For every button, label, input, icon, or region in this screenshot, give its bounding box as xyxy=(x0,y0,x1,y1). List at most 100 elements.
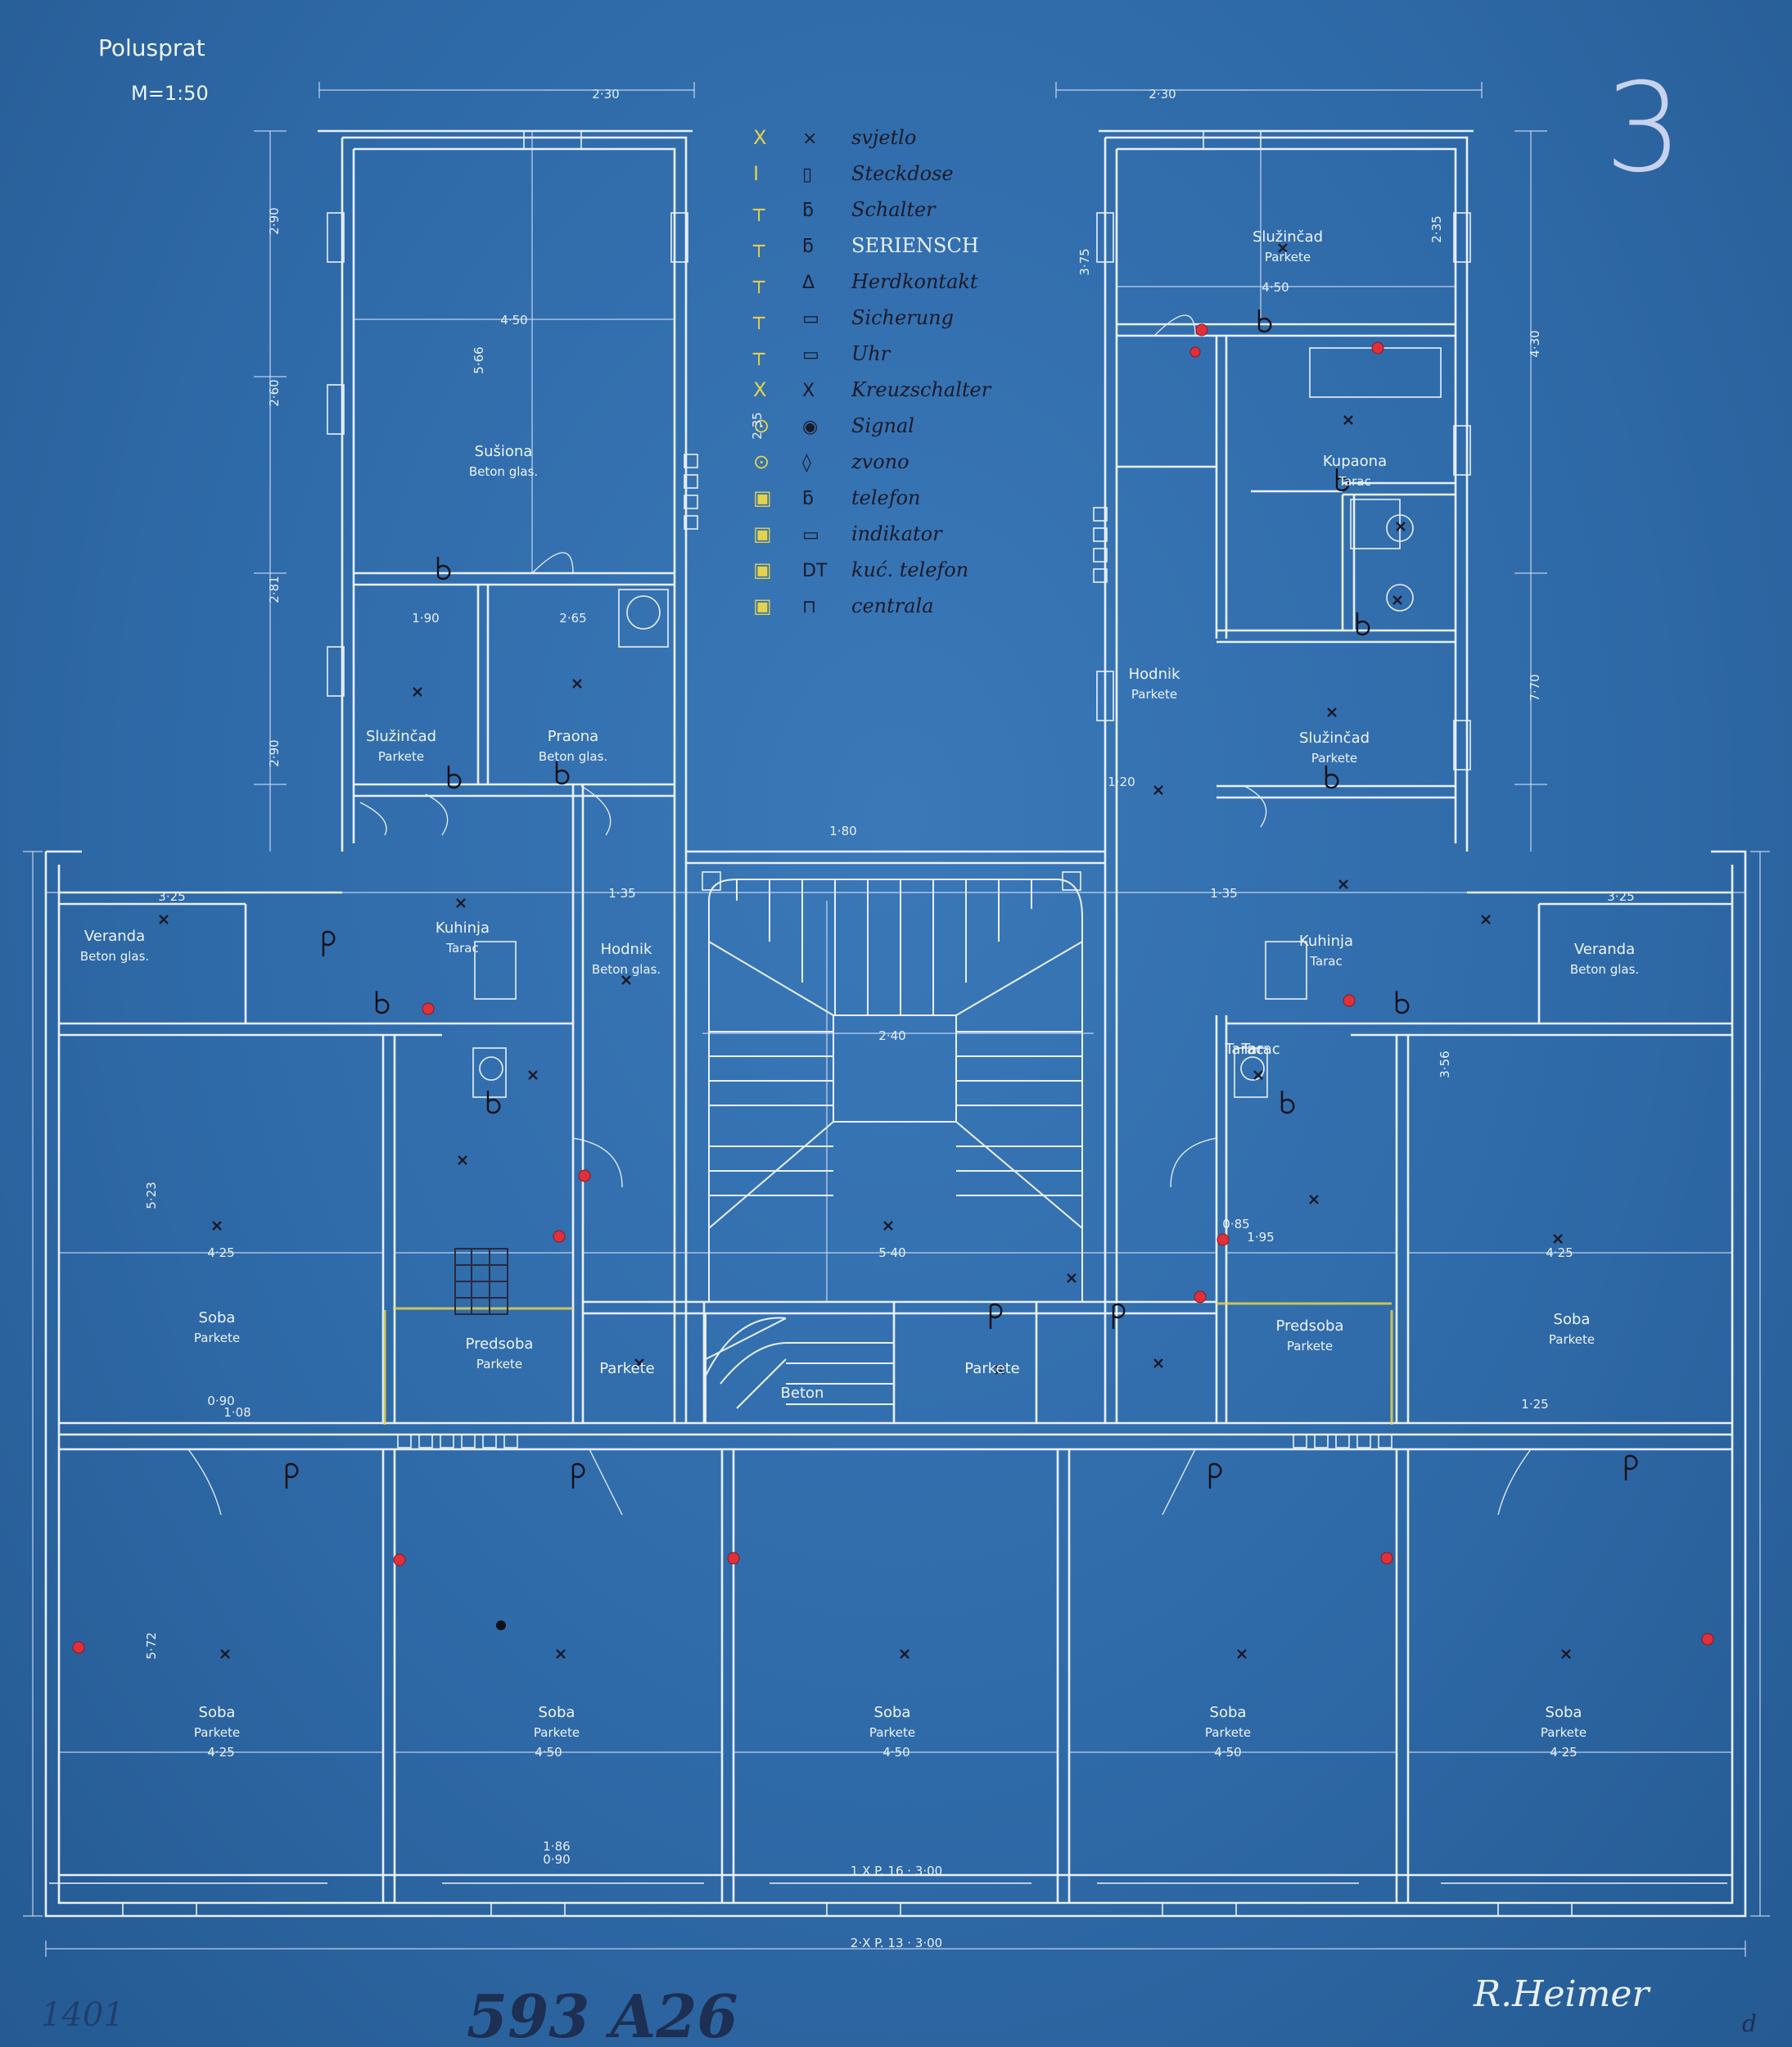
archive-number: 593 A26 xyxy=(467,1981,738,2047)
room-label: Parkete xyxy=(964,1359,1019,1379)
dimension-text: 4·25 xyxy=(1546,1245,1573,1260)
triangle-icon: Δ xyxy=(802,273,815,293)
room-floor: Parkete xyxy=(193,1725,241,1740)
dimension-text: 4·25 xyxy=(1550,1745,1577,1760)
dimension-text: 2·X P. 13 · 3·00 xyxy=(851,1936,942,1950)
door-phone-icon: DT xyxy=(802,561,828,581)
vent-squares xyxy=(397,454,1393,1448)
legend-pen-2: ┬ xyxy=(752,198,765,222)
dimension-lines xyxy=(23,82,1770,1957)
room-floor: Parkete xyxy=(1311,751,1358,766)
dimension-text: 4·50 xyxy=(1262,280,1289,295)
dimension-text: 5·40 xyxy=(878,1245,905,1260)
legend-text-4: Herdkontakt xyxy=(851,270,978,293)
walls xyxy=(44,129,1747,1918)
room-name: Parkete xyxy=(599,1360,655,1377)
room-name: Predsoba xyxy=(465,1335,534,1353)
sheet-number: 3 xyxy=(1605,57,1683,200)
dimension-text: 1·35 xyxy=(608,886,635,901)
room-name: Soba xyxy=(873,1704,911,1721)
room-name: Kupaona xyxy=(1322,453,1388,470)
clock-icon: ▭ xyxy=(802,345,819,365)
dimension-text: 7·70 xyxy=(1528,674,1542,701)
room-name: Praona xyxy=(547,728,599,745)
room-name: Sušiona xyxy=(474,443,533,460)
dimension-text: 2·81 xyxy=(267,576,282,603)
room-floor: Beton glas. xyxy=(79,949,150,964)
room-label: Beton xyxy=(781,1384,824,1403)
room-floor: Beton glas. xyxy=(1569,962,1640,977)
room-name: Soba xyxy=(1553,1311,1591,1328)
dimension-text: 3·25 xyxy=(1607,889,1634,904)
room-floor: Parkete xyxy=(1540,1725,1587,1740)
room-name: Kuhinja xyxy=(1298,933,1354,950)
legend-pen-13: ▣ xyxy=(753,594,772,617)
dimension-text: 5·23 xyxy=(144,1182,159,1209)
dimension-text: 0·90 xyxy=(207,1394,234,1408)
room-floor: Parkete xyxy=(377,749,425,764)
legend-text-2: Schalter xyxy=(851,198,937,221)
door-swings xyxy=(187,314,1532,1516)
signature: R.Heimer xyxy=(1474,1973,1650,2015)
dimension-text: 2·40 xyxy=(878,1028,905,1043)
room-name: Veranda xyxy=(1573,941,1636,958)
room-name: Soba xyxy=(1545,1704,1582,1721)
radio-icon: ⊓ xyxy=(802,597,816,617)
cross-icon: × xyxy=(802,129,817,149)
legend-pen-12: ▣ xyxy=(753,558,772,581)
legend-text-9: zvono xyxy=(851,450,910,473)
room-name: Služinčad xyxy=(1252,228,1324,246)
staircase xyxy=(705,879,1083,1424)
dimension-text: 2·60 xyxy=(267,379,282,406)
cross-switch-icon: X xyxy=(802,381,815,401)
legend-text-10: telefon xyxy=(851,486,921,509)
room-name: Predsoba xyxy=(1275,1317,1344,1335)
dimension-text: 1·90 xyxy=(412,611,439,626)
room-floor: Tarac xyxy=(446,941,479,956)
dimension-text: 5·66 xyxy=(472,346,486,373)
dimension-text: 3·56 xyxy=(1438,1051,1452,1078)
dimension-text: 2·90 xyxy=(267,739,282,766)
series-switch-icon: ƃ xyxy=(802,237,814,257)
dimension-text: 1·95 xyxy=(1247,1230,1274,1245)
dimension-text: 2·90 xyxy=(267,207,282,234)
room-name: Beton xyxy=(780,1385,824,1402)
dimension-text: 4·50 xyxy=(500,313,527,328)
dimension-text: 4·30 xyxy=(1528,330,1542,357)
dimension-text: 1·80 xyxy=(829,824,856,838)
legend-pen-0: X xyxy=(753,126,766,149)
wall-left-wing-inner xyxy=(352,147,676,847)
room-floor: Tarac xyxy=(1338,474,1371,489)
legend-pen-5: ┬ xyxy=(752,306,765,330)
dimension-text: 4·50 xyxy=(882,1745,910,1760)
room-name: Soba xyxy=(198,1704,236,1721)
legend-text-3: SERIENSCH xyxy=(851,234,979,257)
dimension-text: 4·25 xyxy=(207,1745,234,1760)
legend-pen-4: ┬ xyxy=(752,270,765,294)
legend-text-13: centrala xyxy=(851,594,934,617)
dimension-text: 3·75 xyxy=(1077,248,1092,275)
room-label: Parkete xyxy=(599,1359,654,1379)
room-name: Soba xyxy=(1209,1704,1247,1721)
wall-stair-core xyxy=(673,847,1118,1423)
legend-text-0: svjetlo xyxy=(851,126,916,149)
room-floor: Parkete xyxy=(1131,687,1178,702)
room-floor: Parkete xyxy=(193,1331,241,1345)
room-floor: Parkete xyxy=(1264,250,1311,264)
dimension-text: 1·86 xyxy=(543,1839,570,1854)
room-name: Kuhinja xyxy=(435,920,490,937)
